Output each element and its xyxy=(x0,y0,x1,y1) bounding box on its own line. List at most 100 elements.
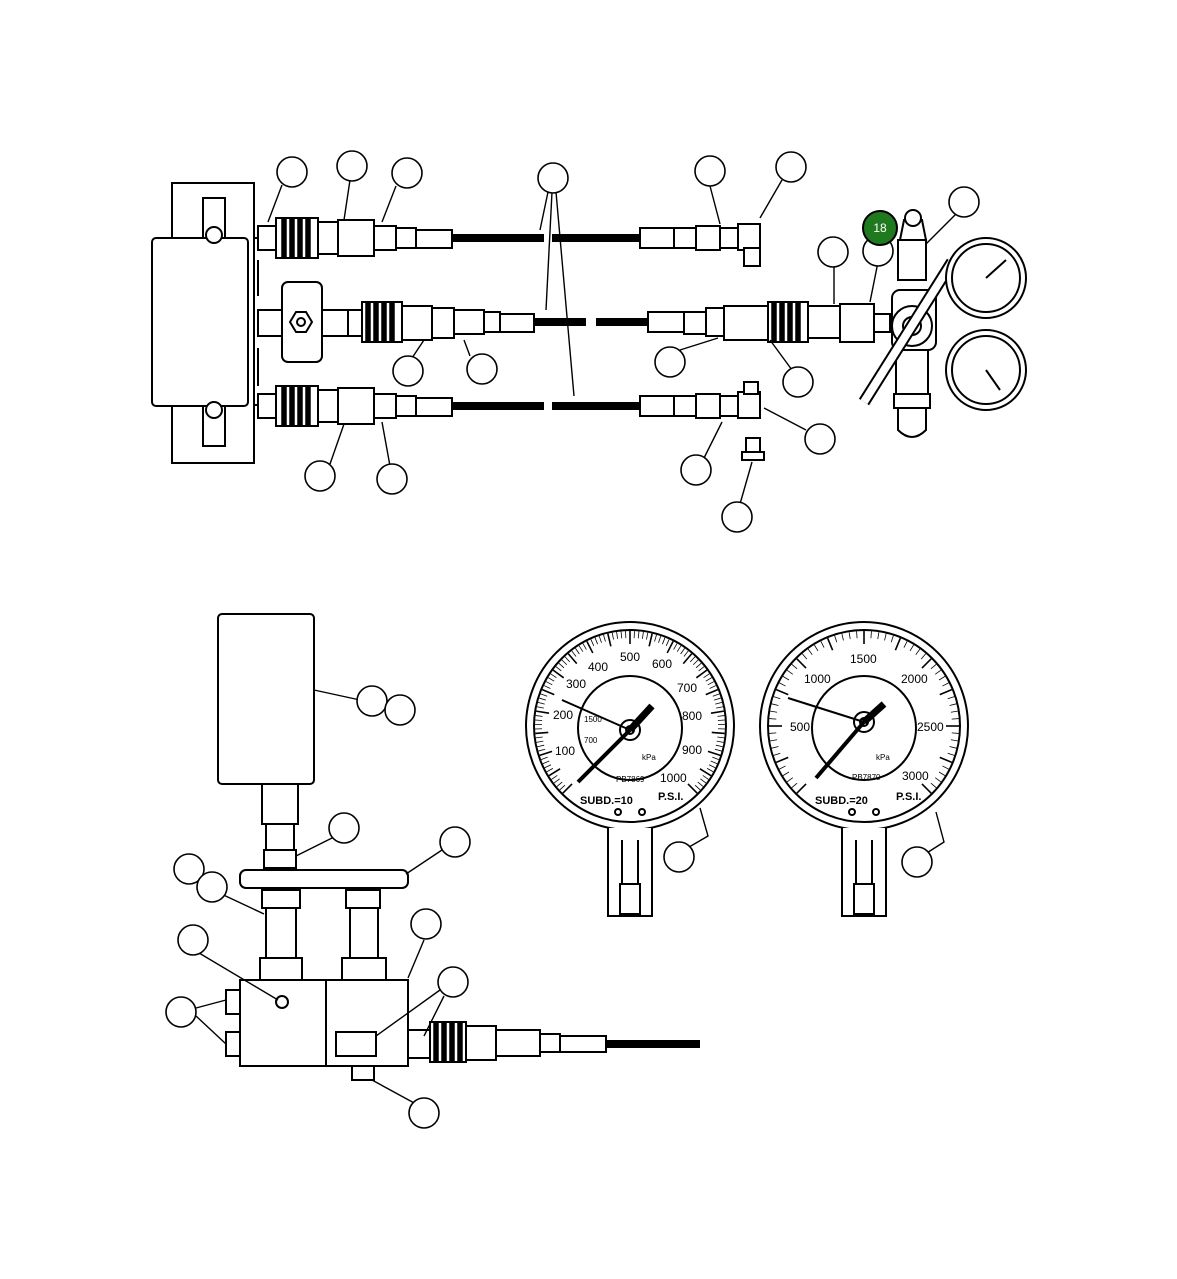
psi-tick-label: 1500 xyxy=(850,652,877,666)
gauge-subdivision: SUBD.=20 xyxy=(815,795,868,807)
psi-tick-label: 100 xyxy=(555,744,575,758)
dial-tick xyxy=(611,632,614,640)
callout-bubble[interactable] xyxy=(276,156,308,188)
dial-tick xyxy=(594,637,598,645)
dial-tick xyxy=(770,710,778,713)
dial-tick xyxy=(642,631,644,639)
dial-tick xyxy=(662,637,666,645)
callout-bubble[interactable] xyxy=(437,966,469,998)
dial-tick xyxy=(950,710,958,713)
dial-tick xyxy=(556,781,563,787)
dial-tick xyxy=(707,750,721,757)
dial-tick xyxy=(535,736,543,739)
psi-tick-label: 200 xyxy=(553,708,573,722)
center-ball-valve xyxy=(257,281,349,363)
callout-bubble[interactable] xyxy=(336,150,368,182)
dial-tick xyxy=(934,669,942,675)
psi-tick-label: 2000 xyxy=(901,672,928,686)
dial-tick xyxy=(716,740,724,743)
callout-bubble[interactable] xyxy=(410,908,442,940)
dial-tick xyxy=(782,676,790,681)
dial-tick xyxy=(695,662,702,669)
callout-bubble[interactable] xyxy=(775,151,807,183)
dial-tick xyxy=(550,673,557,679)
psi-tick-label: 1000 xyxy=(660,771,687,785)
dial-tick xyxy=(536,740,544,743)
dial-tick xyxy=(826,637,834,651)
dial-tick xyxy=(564,656,571,663)
gauge-subdivision: SUBD.=10 xyxy=(580,795,633,807)
callout-bubble[interactable] xyxy=(948,186,980,218)
callout-bubble[interactable] xyxy=(376,463,408,495)
callout-bubble[interactable] xyxy=(304,460,336,492)
dial-tick xyxy=(558,662,565,669)
dial-tick xyxy=(654,634,657,642)
dial-tick xyxy=(951,718,959,720)
callout-bubble[interactable] xyxy=(196,871,228,903)
dial-tick xyxy=(930,782,937,789)
dial-tick xyxy=(942,682,949,687)
callout-bubble[interactable] xyxy=(680,454,712,486)
dial-tick xyxy=(775,756,789,764)
dial-tick xyxy=(695,669,708,679)
dial-tick xyxy=(567,653,578,665)
callout-bubble[interactable] xyxy=(328,812,360,844)
callout-bubble[interactable] xyxy=(392,355,424,387)
dial-tick xyxy=(856,631,858,639)
dial-tick xyxy=(697,781,704,787)
dial-tick xyxy=(648,633,653,647)
dial-tick xyxy=(586,640,594,654)
dial-tick xyxy=(561,659,568,666)
callout-bubble[interactable] xyxy=(466,353,498,385)
dial-tick xyxy=(884,633,887,641)
callout-bubble[interactable] xyxy=(537,162,569,194)
dial-tick xyxy=(705,677,712,682)
dial-tick xyxy=(543,685,551,689)
dial-tick xyxy=(771,746,779,749)
callout-bubble[interactable] xyxy=(177,924,209,956)
dial-tick xyxy=(699,768,712,777)
dial-tick xyxy=(537,701,545,705)
dial-tick xyxy=(616,631,618,639)
dial-tick xyxy=(712,693,720,697)
callout-bubble[interactable] xyxy=(391,157,423,189)
dial-tick xyxy=(949,703,957,706)
dial-tick xyxy=(947,752,955,756)
callout-bubble[interactable] xyxy=(694,155,726,187)
dial-tick xyxy=(930,663,937,670)
highlighted-callout[interactable]: 18 xyxy=(862,210,898,246)
callout-bubble[interactable] xyxy=(165,996,197,1028)
callout-bubble[interactable] xyxy=(173,853,205,885)
dial-tick xyxy=(551,775,558,780)
callout-bubble[interactable] xyxy=(782,366,814,398)
highlighted-callout-bubble[interactable] xyxy=(862,210,898,246)
pressure-gauge-1000psi: 100 200 300 400 500 600 700 800 900 1000… xyxy=(525,621,735,917)
callout-bubble[interactable] xyxy=(721,501,753,533)
callout-bubble[interactable] xyxy=(356,685,388,717)
dial-tick xyxy=(807,648,813,656)
dial-tick xyxy=(680,648,685,655)
dial-tick xyxy=(938,676,946,681)
dial-tick xyxy=(820,641,825,648)
dial-tick xyxy=(775,688,789,696)
callout-bubble[interactable] xyxy=(439,826,471,858)
dial-tick xyxy=(938,771,946,776)
dial-tick xyxy=(559,784,566,791)
callout-bubble[interactable] xyxy=(654,346,686,378)
dial-tick xyxy=(712,756,720,760)
dial-tick xyxy=(539,697,547,701)
dial-tick xyxy=(841,633,844,641)
dial-tick xyxy=(921,783,932,794)
kpa-unit-label: kPa xyxy=(642,753,656,762)
callout-bubble[interactable] xyxy=(804,423,836,455)
dial-tick xyxy=(582,643,587,650)
dial-tick xyxy=(848,632,851,640)
callout-bubble[interactable] xyxy=(901,846,933,878)
callout-bubble[interactable] xyxy=(663,841,695,873)
callout-bubble[interactable] xyxy=(817,236,849,268)
dial-tick xyxy=(773,696,781,700)
callout-bubble[interactable] xyxy=(408,1097,440,1129)
callout-bubble[interactable] xyxy=(384,694,416,726)
psi-tick-label: 700 xyxy=(677,681,697,695)
